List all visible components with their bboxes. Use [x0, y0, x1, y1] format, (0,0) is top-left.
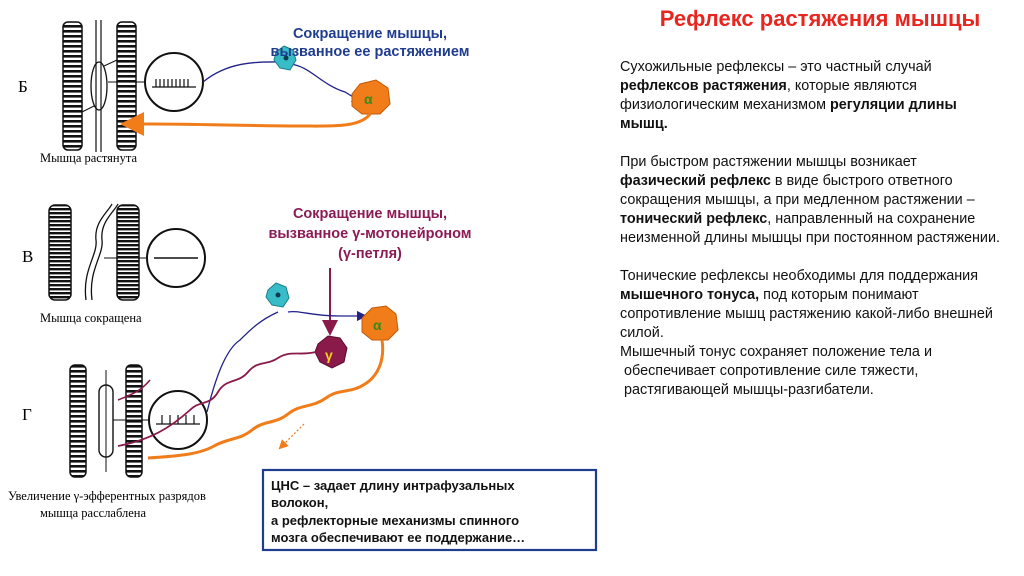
muscle-fiber-icon	[62, 21, 83, 151]
gamma-fiber	[117, 351, 317, 447]
panel-caption-2: мышца расслаблена	[40, 506, 147, 520]
paragraph-1: Сухожильные рефлексы – это частный случа…	[620, 59, 957, 132]
paragraph-6: растягивающей мышцы-разгибатели.	[624, 382, 874, 398]
panel-caption: Мышца растянута	[40, 151, 137, 165]
alpha-label: α	[373, 317, 382, 333]
page-title: Рефлекс растяжения мышцы	[659, 6, 981, 31]
reflex-diagram: Б Мышца растянута α Сокращение мышцы, вы…	[8, 20, 598, 552]
gamma-motoneuron-icon	[314, 335, 348, 369]
cns-line-2: волокон,	[271, 495, 328, 510]
panel-g: Г Увеличение γ-эфферентных разрядов мышц…	[8, 282, 399, 520]
gamma-label: γ	[325, 347, 333, 363]
cns-line-4: мозга обеспечивают ее поддержание…	[271, 530, 525, 545]
muscle-fiber-icon	[116, 204, 140, 301]
alpha-label: α	[364, 91, 373, 107]
spindle-icon	[90, 61, 108, 111]
panel-caption-1: Увеличение γ-эфферентных разрядов	[8, 489, 206, 503]
muscle-fiber-icon	[69, 364, 87, 478]
muscle-fiber-icon	[125, 364, 143, 478]
alpha-motoneuron-icon	[361, 305, 399, 341]
paragraph-4: Мышечный тонус сохраняет положение тела …	[620, 344, 932, 360]
annotation-top-1: Сокращение мышцы,	[293, 26, 447, 42]
muscle-fiber-icon	[48, 204, 72, 301]
panel-letter: Б	[18, 77, 28, 96]
paragraph-5: обеспечивает сопротивление силе тяжести,	[624, 363, 919, 379]
alpha-motoneuron-icon	[351, 79, 391, 115]
annotation-top-2: вызванное ее растяжением	[271, 44, 470, 60]
annotation-mid-1: Сокращение мышцы,	[293, 206, 447, 222]
cns-box: ЦНС – задает длину интрафузальных волоко…	[261, 468, 598, 552]
cns-line-1: ЦНС – задает длину интрафузальных	[271, 478, 515, 493]
recording-circle	[144, 52, 204, 112]
text-panel: Сухожильные рефлексы – это частный случа…	[620, 58, 1005, 400]
panel-v: В Мышца сокращена	[22, 203, 206, 325]
motor-fiber	[120, 112, 372, 136]
motor-fiber	[147, 339, 385, 460]
paragraph-2: При быстром растяжении мышцы возникает ф…	[620, 154, 1000, 246]
spindle-icon	[84, 203, 113, 301]
annotation-mid-2: вызванное γ-мотонейроном	[268, 226, 471, 242]
cns-line-3: а рефлекторные механизмы спинного	[271, 513, 519, 528]
panel-letter: В	[22, 247, 33, 266]
muscle-fiber-icon	[116, 21, 137, 151]
panel-caption: Мышца сокращена	[40, 311, 142, 325]
paragraph-3: Тонические рефлексы необходимы для подде…	[620, 268, 993, 341]
panel-b: Б Мышца растянута α Сокращение мышцы, вы…	[18, 20, 469, 165]
sensory-fiber	[202, 61, 286, 83]
sensory-fiber	[206, 311, 279, 413]
panel-letter: Г	[22, 405, 32, 424]
annotation-mid-3: (γ-петля)	[338, 246, 402, 262]
